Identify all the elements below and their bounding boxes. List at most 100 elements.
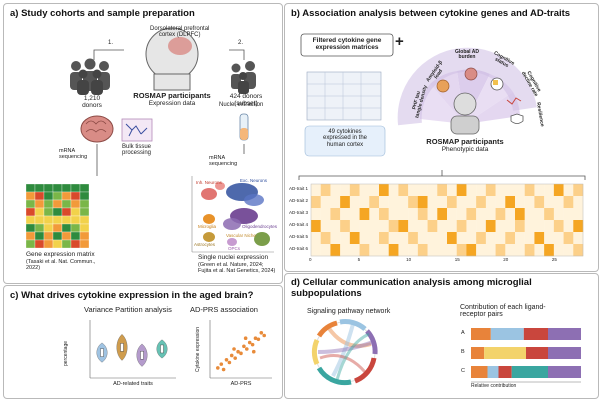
gem-cell: [61, 191, 72, 201]
vp-xlabel: AD-related traits: [113, 381, 153, 387]
heat-cell: [408, 208, 419, 221]
label-exc-neurons: Exc. Neurons: [240, 178, 268, 183]
heat-cell: [466, 208, 477, 221]
heat-cell: [515, 184, 525, 197]
heat-cell: [447, 220, 457, 233]
gem-label: Gene expression matrix: [26, 251, 95, 258]
network-title: Signaling pathway network: [307, 308, 391, 315]
stack-segment: [471, 366, 488, 378]
heat-cell: [544, 184, 555, 197]
heat-cell: [359, 184, 370, 197]
gem-cell: [34, 207, 45, 217]
cluster-vasc: [254, 232, 270, 246]
stack-segment: [471, 328, 491, 340]
prs-ylabel: Cytokine expression: [195, 326, 201, 372]
stack-segment: [548, 347, 581, 359]
gem-cell: [70, 191, 81, 201]
violin-plot: [96, 334, 168, 367]
heat-cell: [340, 244, 351, 257]
heat-cell: [330, 220, 341, 233]
heat-cell: [573, 184, 584, 197]
gem-cell: [25, 223, 36, 233]
trait-global-ad: Global AD burden: [455, 49, 479, 61]
phenotypic-label: Phenotypic data: [441, 146, 489, 153]
heat-cell: [505, 232, 516, 245]
gem-cell: [79, 231, 90, 241]
stack-segment: [511, 366, 548, 378]
heat-cell: [476, 232, 487, 245]
heat-cell: [369, 196, 380, 209]
heat-row-label: AD-trait 2: [289, 198, 309, 203]
scatter-point: [227, 360, 232, 365]
gem-cell: [52, 183, 63, 193]
heat-cell: [369, 244, 380, 257]
scatter-point: [224, 358, 229, 362]
gem-cell: [79, 215, 90, 225]
panel-b-graphics: [298, 33, 586, 257]
gem-cell: [25, 215, 36, 225]
heat-cell: [505, 196, 516, 209]
stack-segment: [523, 328, 548, 340]
heat-cell: [485, 232, 496, 245]
stack-segment: [490, 328, 524, 340]
heat-row-label: AD-trait 3: [289, 210, 309, 215]
gem-cell: [52, 231, 63, 241]
heat-cell: [456, 220, 467, 233]
heat-cell: [330, 208, 341, 221]
scatter-point: [229, 353, 234, 358]
plus-sign: +: [395, 33, 404, 50]
heat-cell: [476, 196, 487, 209]
heat-cell: [476, 244, 487, 257]
contrib-title: Contribution of each ligand- receptor pa…: [460, 304, 546, 319]
heat-cell: [427, 244, 438, 257]
heat-tick-label: 5: [357, 257, 361, 262]
mrna-seq-label: mRNA sequencing: [59, 148, 88, 160]
heat-cell: [398, 208, 409, 221]
heat-cell: [485, 184, 496, 197]
heat-cell: [388, 232, 399, 245]
stacked-bar-chart: [471, 328, 581, 383]
bulk-tissue-box: [121, 118, 153, 142]
heat-cell: [563, 196, 574, 209]
heat-cell: [340, 196, 351, 209]
gem-cell: [61, 215, 72, 225]
chord-diagram: [312, 319, 378, 386]
scatter-point: [253, 336, 258, 340]
heat-cell: [417, 208, 428, 221]
scatter-point: [243, 336, 248, 340]
test-tube-icon: [239, 113, 249, 141]
gem-cell: [43, 199, 54, 209]
scatter-point: [239, 351, 243, 356]
heat-cell: [437, 184, 448, 197]
gem-cell: [79, 191, 90, 201]
heat-cell: [369, 220, 380, 233]
gem-cell: [61, 199, 72, 209]
gem-citation: (Tasaki et al. Nat. Commun., 2022): [26, 259, 96, 271]
heat-cell: [534, 208, 545, 221]
expression-data-label: Expression data: [148, 100, 196, 107]
scatter-point: [250, 342, 255, 347]
cytokine-box: [304, 125, 386, 157]
gem-cell: [34, 231, 45, 241]
gem-cell: [34, 191, 45, 201]
gem-cell: [70, 183, 81, 193]
heat-cell: [369, 232, 380, 245]
gem-cell: [43, 231, 54, 241]
heat-cell: [311, 208, 321, 221]
gem-cell: [70, 199, 81, 209]
heat-cell: [320, 244, 331, 257]
heat-cell: [495, 184, 506, 197]
heat-cell: [320, 220, 331, 233]
heat-cell: [495, 232, 506, 245]
amyloid-icon: [436, 79, 450, 93]
scatter-point: [262, 333, 267, 338]
heat-cell: [417, 244, 428, 257]
heat-cell: [437, 208, 448, 221]
heat-cell: [505, 208, 516, 221]
single-nuclei-citation: (Green et al. Nature, 2024; Fujita et al…: [198, 262, 276, 274]
heat-cell: [320, 208, 331, 221]
heat-cell: [437, 220, 448, 233]
gem-cell: [61, 239, 72, 249]
heat-cell: [398, 196, 409, 209]
heat-cell: [563, 208, 574, 221]
